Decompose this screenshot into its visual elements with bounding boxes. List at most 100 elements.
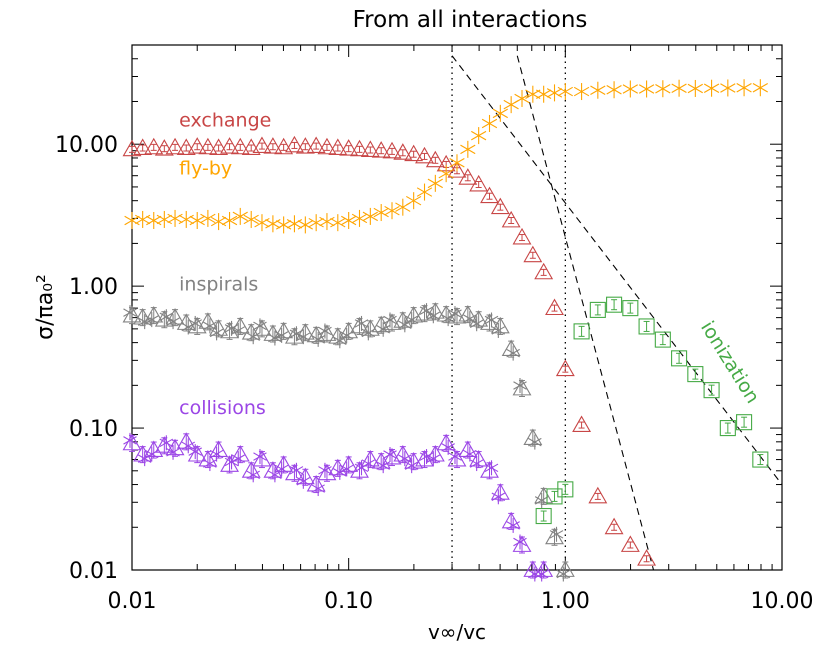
error-bar xyxy=(356,145,363,153)
error-bar xyxy=(258,451,265,469)
asterisk-marker xyxy=(534,492,549,508)
asterisk-marker xyxy=(687,79,703,97)
asterisk-stroke xyxy=(419,306,434,315)
error-bar xyxy=(237,317,244,335)
asterisk-marker xyxy=(361,325,376,341)
error-bar xyxy=(540,561,547,579)
asterisk-stroke xyxy=(720,83,736,93)
error-bar xyxy=(464,174,471,182)
triangle-marker xyxy=(480,186,499,204)
error-bar xyxy=(313,476,320,494)
error-bar xyxy=(486,462,493,480)
error-bar xyxy=(399,149,406,157)
triangle-marker xyxy=(637,549,657,566)
error-bar xyxy=(129,145,135,153)
asterisk-stroke xyxy=(159,312,174,321)
triangle-marker xyxy=(187,137,207,154)
asterisk-stroke xyxy=(166,448,180,457)
asterisk-marker xyxy=(200,209,216,227)
triangle-marker xyxy=(588,486,608,504)
error-bar xyxy=(529,429,536,447)
asterisk-stroke xyxy=(275,220,292,230)
error-bar xyxy=(258,320,265,338)
triangle-marker xyxy=(523,245,543,263)
asterisk-stroke xyxy=(404,461,419,470)
asterisk-marker xyxy=(296,473,311,489)
asterisk-stroke xyxy=(318,326,332,336)
error-bar xyxy=(269,462,276,480)
asterisk-stroke xyxy=(416,187,433,197)
asterisk-marker xyxy=(203,456,217,472)
triangle-marker xyxy=(241,138,261,155)
asterisk-stroke xyxy=(671,83,687,93)
asterisk-stroke xyxy=(166,317,180,326)
asterisk-marker xyxy=(319,213,335,231)
error-bar xyxy=(323,143,330,151)
asterisk-marker xyxy=(221,212,238,230)
triangle-marker xyxy=(263,137,283,154)
asterisk-marker xyxy=(144,312,159,328)
error-bar xyxy=(594,492,601,500)
asterisk-stroke xyxy=(383,315,397,325)
error-bar xyxy=(676,352,683,364)
asterisk-stroke xyxy=(484,315,499,325)
error-bar xyxy=(215,320,222,338)
asterisk-marker xyxy=(536,85,552,103)
error-bar xyxy=(302,143,309,151)
asterisk-marker xyxy=(137,314,152,330)
asterisk-marker xyxy=(351,209,368,227)
triangle-marker xyxy=(122,139,142,157)
square-marker xyxy=(671,350,688,367)
error-bar xyxy=(378,316,385,334)
error-bar xyxy=(519,380,526,398)
triangle-marker xyxy=(393,143,413,160)
series-layer xyxy=(122,79,769,582)
error-bar xyxy=(757,454,764,466)
error-bar xyxy=(464,306,471,324)
asterisk-marker xyxy=(514,89,530,107)
asterisk-marker xyxy=(209,446,224,462)
dashed-fit-line xyxy=(516,55,655,571)
asterisk-marker xyxy=(441,439,455,455)
error-bar xyxy=(453,451,460,469)
asterisk-stroke xyxy=(123,436,137,445)
triangle-marker xyxy=(198,137,218,155)
triangle-marker xyxy=(555,359,575,377)
asterisk-stroke xyxy=(221,215,238,226)
asterisk-stroke xyxy=(311,335,325,344)
error-bar xyxy=(643,320,650,332)
series-labels: exchangefly-byinspiralscollisionsionizat… xyxy=(179,110,764,419)
asterisk-stroke xyxy=(339,464,354,474)
square-marker xyxy=(535,507,552,525)
asterisk-marker xyxy=(638,80,655,98)
asterisk-stroke xyxy=(438,168,454,179)
asterisk-stroke xyxy=(506,521,520,530)
y-tick-label: 0.01 xyxy=(69,559,118,584)
asterisk-marker xyxy=(491,489,506,505)
error-bar xyxy=(378,453,385,471)
error-bar xyxy=(410,453,417,471)
error-bar xyxy=(334,459,341,477)
asterisk-marker xyxy=(311,331,325,347)
asterisk-marker xyxy=(703,79,720,97)
error-bar xyxy=(399,312,406,330)
asterisk-marker xyxy=(590,81,606,99)
error-bar xyxy=(551,528,558,546)
error-bar xyxy=(475,451,482,469)
error-bar xyxy=(291,141,298,149)
series-fly-by xyxy=(124,79,768,234)
error-bar xyxy=(562,365,569,373)
asterisk-marker xyxy=(427,174,443,192)
asterisk-stroke xyxy=(752,82,768,93)
asterisk-stroke xyxy=(351,213,368,224)
asterisk-marker xyxy=(481,114,498,132)
error-bar xyxy=(421,451,428,469)
asterisk-stroke xyxy=(534,569,549,579)
asterisk-stroke xyxy=(622,84,638,94)
triangle-marker xyxy=(295,137,315,154)
error-bar xyxy=(497,317,504,335)
error-bar xyxy=(291,328,298,346)
square-marker xyxy=(622,300,639,317)
